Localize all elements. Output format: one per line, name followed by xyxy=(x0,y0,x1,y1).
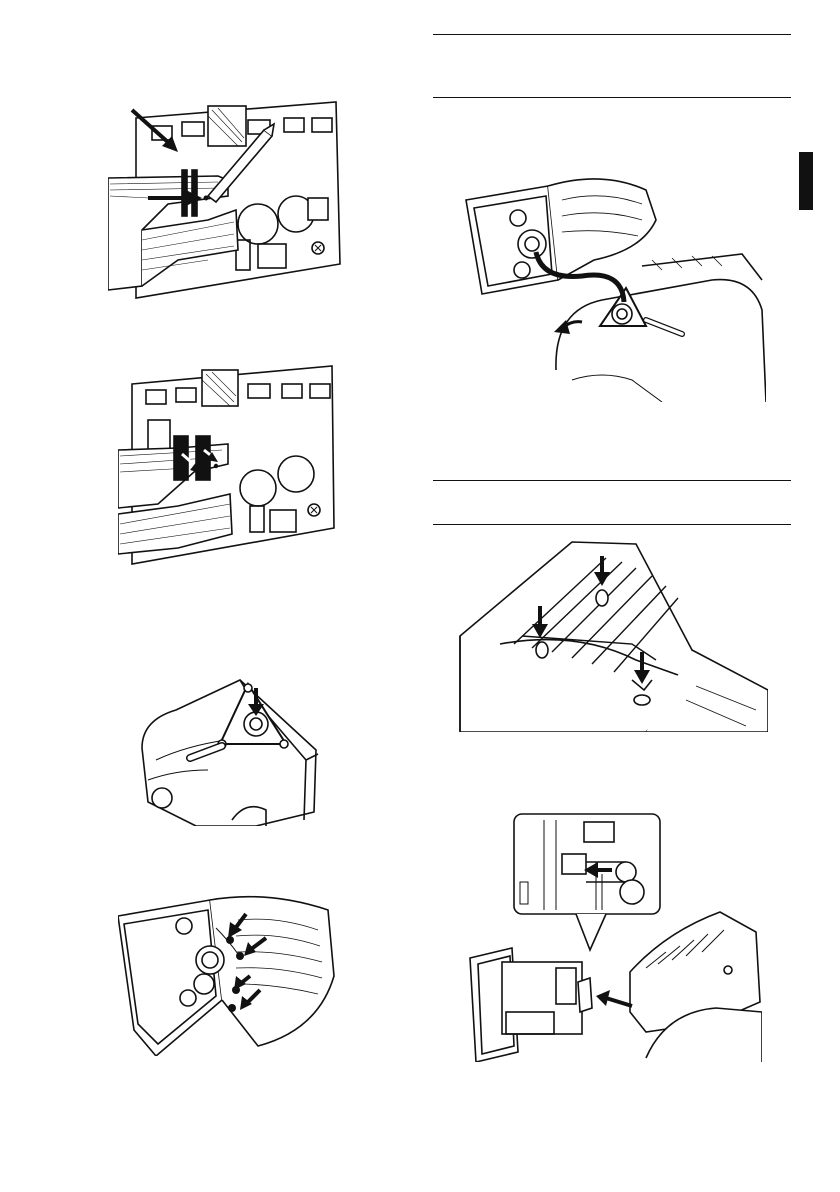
language-side-tab xyxy=(799,152,813,210)
circuit-board-connectors-svg xyxy=(118,364,338,570)
section-rule-2 xyxy=(433,97,791,98)
illustration-speaker-cable-routing xyxy=(462,170,766,402)
housing-screw-holes-svg xyxy=(456,540,768,732)
section-rule-4 xyxy=(433,524,791,525)
illustration-module-insert xyxy=(466,812,762,1062)
illustration-circuit-board-pencil xyxy=(108,100,348,300)
illustration-speaker-spider-mount xyxy=(136,670,322,826)
speaker-spider-mount-svg xyxy=(136,670,322,826)
speaker-housing-screws-svg xyxy=(118,880,336,1056)
speaker-cable-routing-svg xyxy=(462,170,766,402)
illustration-housing-screw-holes xyxy=(456,540,768,732)
section-rule-3 xyxy=(433,480,791,481)
module-insert-svg xyxy=(466,812,762,1062)
section-rule-top xyxy=(433,34,791,35)
illustration-speaker-housing-screws xyxy=(118,880,336,1056)
illustration-circuit-board-connectors xyxy=(118,364,338,570)
circuit-board-pencil-svg xyxy=(108,100,348,300)
